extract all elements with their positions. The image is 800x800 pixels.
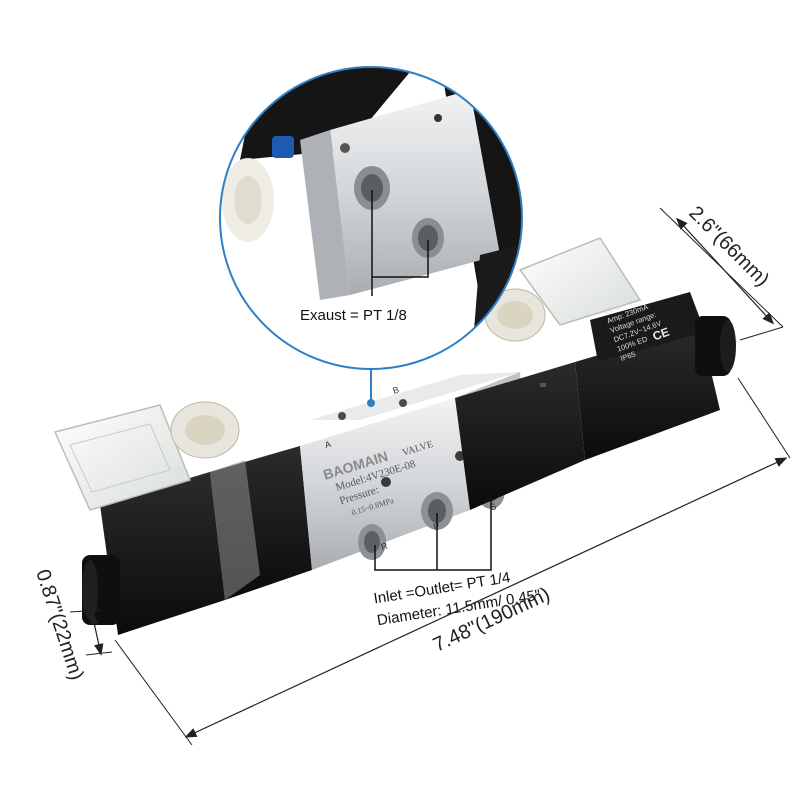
ce-mark: CE <box>651 325 671 344</box>
right-connector <box>484 237 642 342</box>
port-a-label: A <box>323 439 332 450</box>
width-dimension: 2.6"(66mm) <box>684 202 773 291</box>
zoom-callout: Exaust = PT 1/8 <box>219 66 523 407</box>
exhaust-annotation: Exaust = PT 1/8 <box>300 307 407 324</box>
right-solenoid <box>575 325 720 460</box>
right-manual-override <box>695 316 736 376</box>
port-r-label: R <box>380 541 390 553</box>
port-b-label: B <box>392 385 401 396</box>
height-dimension: 0.87"(22mm) <box>31 567 87 683</box>
left-manual-override <box>82 555 120 625</box>
